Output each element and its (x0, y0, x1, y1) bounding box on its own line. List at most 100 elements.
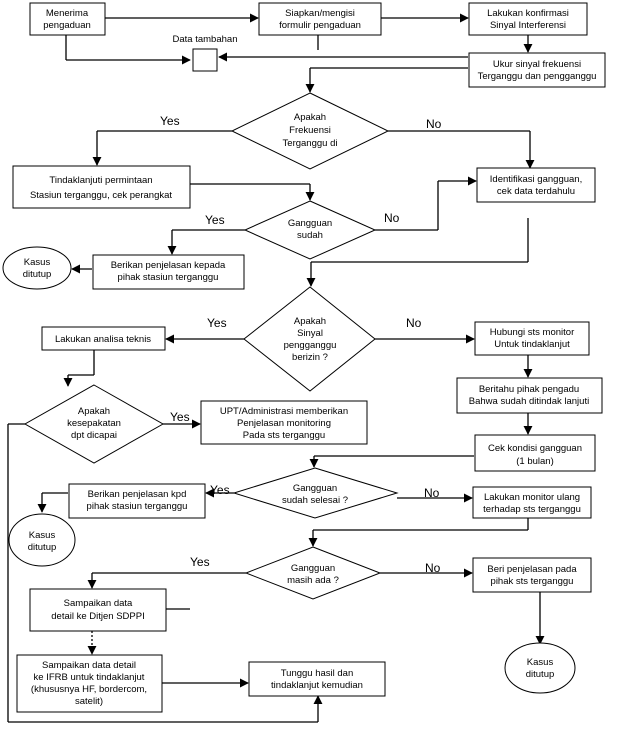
svg-text:Tunggu hasil dan: Tunggu hasil dan (281, 668, 354, 679)
svg-text:(1 bulan): (1 bulan) (516, 456, 554, 467)
svg-text:Hubungi sts monitor: Hubungi sts monitor (490, 327, 574, 338)
svg-text:satelit): satelit) (75, 696, 103, 707)
node-beri-penjelasan-3: Beri penjelasan pada pihak sts terganggu (472, 557, 592, 593)
label-no: No (406, 316, 422, 330)
svg-text:Lakukan analisa teknis: Lakukan analisa teknis (55, 334, 151, 345)
node-upt-administrasi: UPT/Administrasi memberikan Penjelasan m… (200, 400, 368, 445)
node-ukur-sinyal: Ukur sinyal frekuensi Terganggu dan peng… (468, 52, 606, 88)
svg-text:formulir pengaduan: formulir pengaduan (279, 20, 361, 31)
connectors (7, 13, 545, 723)
svg-text:UPT/Administrasi memberikan: UPT/Administrasi memberikan (220, 406, 348, 417)
label-yes: Yes (207, 316, 227, 330)
terminal-kasus-ditutup-3: Kasus ditutup (504, 642, 576, 694)
node-identifikasi-gangguan: Identifikasi gangguan, cek data terdahul… (476, 167, 596, 203)
svg-text:Bahwa sudah ditindak lanjuti: Bahwa sudah ditindak lanjuti (469, 396, 589, 407)
decision-gangguan-selesai: Gangguan sudah selesai ? (232, 467, 399, 519)
label-no: No (425, 561, 441, 575)
svg-text:pengaduan: pengaduan (43, 20, 91, 31)
svg-text:Terganggu di: Terganggu di (283, 138, 338, 149)
svg-text:Apakah: Apakah (294, 112, 326, 123)
svg-text:Ukur sinyal frekuensi: Ukur sinyal frekuensi (493, 59, 581, 70)
svg-text:berizin ?: berizin ? (292, 352, 328, 363)
svg-text:Frekuensi: Frekuensi (289, 125, 331, 136)
label-no: No (384, 211, 400, 225)
terminal-kasus-ditutup-2: Kasus ditutup (8, 513, 76, 567)
node-beritahu-pengadu: Beritahu pihak pengadu Bahwa sudah ditin… (456, 377, 603, 414)
label-yes: Yes (210, 483, 230, 497)
svg-text:ditutup: ditutup (28, 542, 57, 553)
node-konfirmasi-interferensi: Lakukan konfirmasi Sinyal Interferensi (468, 2, 588, 36)
svg-text:Kasus: Kasus (527, 657, 554, 668)
svg-text:ditutup: ditutup (526, 669, 555, 680)
svg-text:masih ada ?: masih ada ? (287, 575, 339, 586)
svg-text:Pada sts terganggu: Pada sts terganggu (243, 430, 325, 441)
svg-text:Siapkan/mengisi: Siapkan/mengisi (285, 8, 355, 19)
node-monitor-ulang: Lakukan monitor ulang terhadap sts terga… (472, 486, 592, 519)
decision-sinyal-berizin: Apakah Sinyal pengganggu berizin ? (243, 286, 376, 392)
node-berikan-penjelasan-1: Berikan penjelasan kepada pihak stasiun … (92, 254, 245, 290)
svg-text:pihak stasiun terganggu: pihak stasiun terganggu (118, 272, 219, 283)
svg-text:Sampaikan data detail: Sampaikan data detail (42, 660, 136, 671)
svg-text:sudah: sudah (297, 230, 323, 241)
svg-text:Lakukan konfirmasi: Lakukan konfirmasi (487, 8, 569, 19)
svg-text:Cek kondisi gangguan: Cek kondisi gangguan (488, 443, 582, 454)
label-yes: Yes (170, 410, 190, 424)
svg-text:Menerima: Menerima (46, 8, 89, 19)
label-yes: Yes (190, 555, 210, 569)
svg-text:Beritahu pihak pengadu: Beritahu pihak pengadu (479, 384, 579, 395)
svg-text:Penjelasan monitoring: Penjelasan monitoring (237, 418, 331, 429)
svg-text:pengganggu: pengganggu (284, 340, 337, 351)
label-yes: Yes (205, 213, 225, 227)
svg-text:sudah selesai ?: sudah selesai ? (282, 495, 348, 506)
svg-text:Identifikasi gangguan,: Identifikasi gangguan, (490, 174, 582, 185)
svg-text:Untuk tindaklanjut: Untuk tindaklanjut (494, 339, 570, 350)
svg-text:pihak stasiun terganggu: pihak stasiun terganggu (87, 501, 188, 512)
svg-text:ke IFRB untuk tindaklanjut: ke IFRB untuk tindaklanjut (34, 672, 145, 683)
svg-text:Lakukan monitor ulang: Lakukan monitor ulang (484, 492, 580, 503)
svg-text:Apakah: Apakah (78, 406, 110, 417)
svg-text:dpt dicapai: dpt dicapai (71, 430, 117, 441)
svg-text:Gangguan: Gangguan (288, 218, 332, 229)
svg-text:terhadap sts terganggu: terhadap sts terganggu (483, 504, 581, 515)
svg-text:Data tambahan: Data tambahan (173, 34, 238, 45)
svg-text:Berikan penjelasan kepada: Berikan penjelasan kepada (111, 260, 226, 271)
svg-text:Sinyal Interferensi: Sinyal Interferensi (490, 20, 566, 31)
svg-text:Gangguan: Gangguan (291, 563, 335, 574)
svg-text:Stasiun terganggu, cek perangk: Stasiun terganggu, cek perangkat (30, 190, 172, 201)
svg-text:tindaklanjut kemudian: tindaklanjut kemudian (271, 680, 363, 691)
svg-text:kesepakatan: kesepakatan (67, 418, 121, 429)
svg-text:Sampaikan data: Sampaikan data (64, 598, 133, 609)
node-tunggu-hasil: Tunggu hasil dan tindaklanjut kemudian (248, 661, 386, 697)
svg-text:Terganggu dan pengganggu: Terganggu dan pengganggu (478, 71, 597, 82)
node-berikan-penjelasan-2: Berikan penjelasan kpd pihak stasiun ter… (68, 483, 206, 519)
svg-text:(khususnya HF, bordercom,: (khususnya HF, bordercom, (31, 684, 147, 695)
decision-gangguan-sudah: Gangguan sudah (243, 200, 377, 260)
svg-text:Gangguan: Gangguan (293, 483, 337, 494)
svg-text:Berikan penjelasan kpd: Berikan penjelasan kpd (88, 489, 187, 500)
node-analisa-teknis: Lakukan analisa teknis (41, 326, 166, 351)
svg-text:Kasus: Kasus (29, 530, 56, 541)
label-yes: Yes (160, 114, 180, 128)
label-no: No (426, 117, 442, 131)
svg-text:cek data terdahulu: cek data terdahulu (497, 186, 575, 197)
node-isi-formulir: Siapkan/mengisi formulir pengaduan (258, 2, 382, 36)
node-sampaikan-ditjen: Sampaikan data detail ke Ditjen SDPPI (29, 588, 167, 632)
node-cek-kondisi: Cek kondisi gangguan (1 bulan) (474, 434, 596, 472)
decision-kesepakatan: Apakah kesepakatan dpt dicapai (23, 384, 165, 464)
svg-text:Beri penjelasan pada: Beri penjelasan pada (487, 564, 577, 575)
decision-gangguan-masih-ada: Gangguan masih ada ? (244, 546, 382, 600)
node-sampaikan-ifrb: Sampaikan data detail ke IFRB untuk tind… (16, 654, 163, 713)
label-no: No (424, 486, 440, 500)
svg-text:Apakah: Apakah (294, 316, 326, 327)
svg-text:Kasus: Kasus (24, 257, 51, 268)
svg-text:detail ke Ditjen SDPPI: detail ke Ditjen SDPPI (51, 611, 144, 622)
node-hubungi-sts-monitor: Hubungi sts monitor Untuk tindaklanjut (474, 321, 590, 356)
decision-frekuensi-terganggu: Apakah Frekuensi Terganggu di (230, 92, 390, 170)
node-tindaklanjuti-permintaan: Tindaklanjuti permintaan Stasiun tergang… (12, 165, 191, 209)
terminal-kasus-ditutup-1: Kasus ditutup (2, 246, 72, 290)
svg-text:ditutup: ditutup (23, 269, 52, 280)
svg-text:Sinyal: Sinyal (297, 328, 323, 339)
node-menerima-pengaduan: Menerima pengaduan (29, 2, 106, 36)
svg-text:Tindaklanjuti permintaan: Tindaklanjuti permintaan (49, 175, 152, 186)
